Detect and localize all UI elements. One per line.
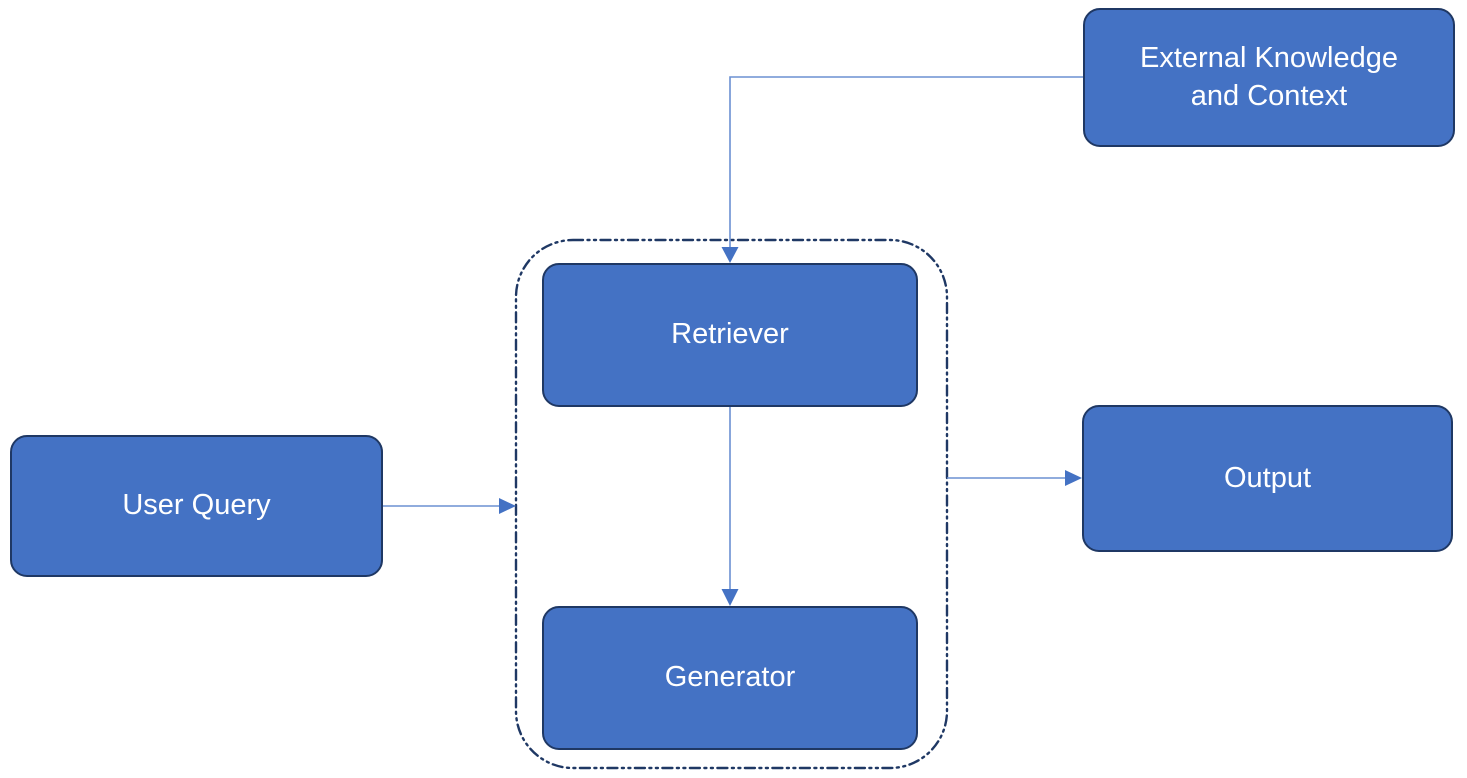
node-user-query-label: User Query — [122, 489, 271, 522]
node-output-label: Output — [1223, 461, 1312, 494]
arrowhead-into-retriever — [721, 247, 739, 263]
arrowhead-into-generator — [721, 589, 739, 606]
node-retriever-label: Retriever — [671, 318, 789, 351]
node-user-query: User Query — [10, 435, 383, 577]
arrowhead-into-rag-container — [499, 498, 516, 514]
node-external-knowledge-label: External Knowledge and Context — [1140, 42, 1398, 112]
arrowhead-into-output — [1065, 470, 1082, 486]
node-external-knowledge: External Knowledge and Context — [1083, 8, 1455, 147]
node-output: Output — [1082, 405, 1453, 552]
rag-pipeline-container — [514, 238, 949, 770]
connector-rag-container-to-output — [947, 470, 1082, 486]
node-retriever: Retriever — [542, 263, 918, 407]
connector-user-query-to-rag-container — [383, 498, 516, 514]
node-generator: Generator — [542, 606, 918, 750]
connector-retriever-to-generator — [721, 407, 739, 606]
connector-external-knowledge-to-retriever — [721, 76, 1083, 263]
node-generator-label: Generator — [664, 661, 796, 694]
